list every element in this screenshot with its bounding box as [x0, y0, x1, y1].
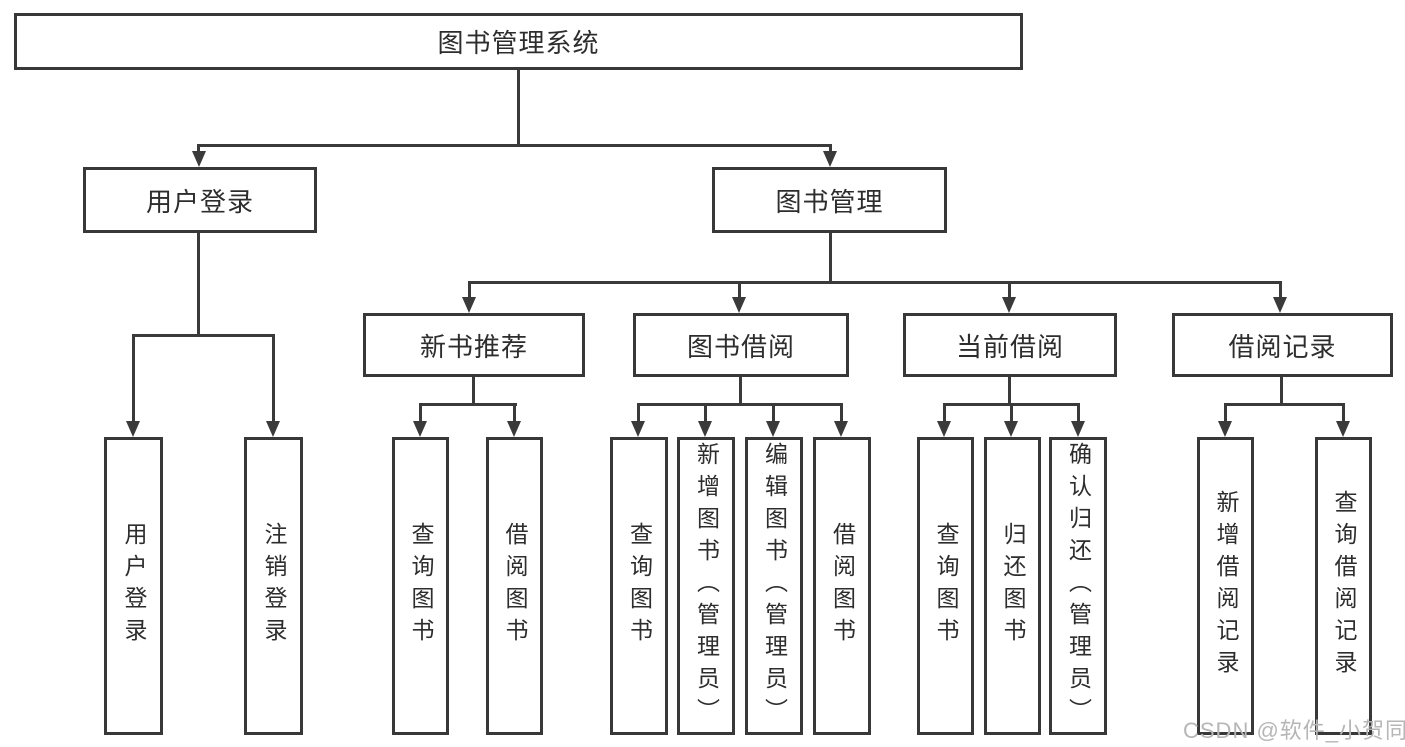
arrowhead-current-borrow-icon: [1002, 297, 1016, 313]
connector-borrow-records-split: [1224, 403, 1345, 406]
node-borrow-records: 借阅记录: [1172, 313, 1393, 377]
node-book-management: 图书管理: [712, 167, 947, 233]
connector-drop-recommend-query: [419, 403, 422, 425]
arrowhead-leaf-user-login-icon: [126, 421, 140, 437]
connector-new-book-recommend-stem: [472, 377, 475, 406]
leaf-records-query-record: 查询借阅记录: [1315, 437, 1372, 735]
leaf-borrow-edit-books-admin: 编辑图书（管理员）: [745, 437, 803, 735]
leaf-borrow-query-books-label: 查询图书: [626, 522, 653, 650]
leaf-current-confirm-return-admin: 确认归还（管理员）: [1049, 437, 1107, 735]
connector-drop-recommend-borrow: [513, 403, 516, 425]
arrowhead-bb-add-icon: [698, 421, 712, 437]
connector-book-management-stem: [829, 233, 832, 283]
leaf-borrow-borrow-books: 借阅图书: [813, 437, 871, 735]
connector-drop-rec-add: [1224, 403, 1227, 425]
connector-book-borrow-stem: [739, 377, 742, 406]
arrowhead-user-login-icon: [192, 151, 206, 167]
node-book-management-label: 图书管理: [775, 186, 884, 217]
arrowhead-cb-return-icon: [1004, 421, 1018, 437]
arrowhead-leaf-logout-icon: [266, 421, 280, 437]
connector-user-login-split: [132, 334, 275, 337]
arrowhead-borrow-records-icon: [1273, 297, 1287, 313]
csdn-watermark: CSDN @软件_小贺同学: [1183, 718, 1405, 743]
leaf-recommend-borrow-books: 借阅图书: [486, 437, 543, 735]
arrowhead-book-borrow-icon: [732, 297, 746, 313]
node-root-system: 图书管理系统: [14, 13, 1023, 70]
leaf-logout-label: 注销登录: [261, 522, 287, 650]
node-book-borrow: 图书借阅: [633, 313, 849, 377]
connector-drop-leaf-logout: [272, 334, 275, 424]
connector-drop-bb-edit: [772, 403, 775, 425]
leaf-current-return-books-label: 归还图书: [1000, 522, 1026, 650]
arrowhead-bb-query-icon: [631, 421, 645, 437]
node-book-borrow-label: 图书借阅: [686, 331, 795, 362]
node-current-borrow-label: 当前借阅: [955, 331, 1064, 362]
leaf-borrow-edit-books-admin-label: 编辑图书（管理员）: [761, 442, 788, 730]
arrowhead-recommend-borrow-icon: [507, 421, 521, 437]
arrowhead-cb-confirm-icon: [1071, 421, 1085, 437]
leaf-records-add-record: 新增借阅记录: [1197, 437, 1254, 735]
connector-root-split: [198, 144, 831, 147]
connector-drop-cb-confirm: [1077, 403, 1080, 425]
connector-book-management-split: [468, 281, 1282, 284]
leaf-borrow-add-books-admin-label: 新增图书（管理员）: [693, 442, 720, 730]
connector-drop-bb-query: [637, 403, 640, 425]
connector-drop-cb-query: [943, 403, 946, 425]
node-root-label: 图书管理系统: [437, 28, 600, 58]
node-new-book-recommend-label: 新书推荐: [419, 331, 528, 362]
leaf-current-confirm-return-admin-label: 确认归还（管理员）: [1065, 442, 1092, 730]
arrowhead-recommend-query-icon: [413, 421, 427, 437]
connector-drop-book-management: [829, 144, 832, 154]
leaf-user-login: 用户登录: [104, 437, 163, 735]
leaf-borrow-query-books: 查询图书: [610, 437, 668, 735]
arrowhead-book-management-icon: [823, 151, 837, 167]
node-user-login: 用户登录: [83, 167, 317, 233]
connector-user-login-stem: [197, 233, 200, 337]
connector-drop-borrow-records: [1279, 281, 1282, 299]
leaf-recommend-query-books: 查询图书: [392, 437, 449, 735]
connector-drop-new-book-recommend: [468, 281, 471, 299]
leaf-borrow-borrow-books-label: 借阅图书: [829, 522, 856, 650]
connector-drop-user-login: [197, 144, 200, 154]
leaf-current-query-books-label: 查询图书: [933, 522, 959, 650]
connector-current-borrow-stem: [1008, 377, 1011, 406]
connector-drop-rec-query: [1342, 403, 1345, 425]
connector-drop-current-borrow: [1008, 281, 1011, 299]
leaf-recommend-borrow-books-label: 借阅图书: [502, 522, 528, 650]
arrowhead-new-book-recommend-icon: [462, 297, 476, 313]
leaf-current-query-books: 查询图书: [917, 437, 974, 735]
connector-drop-bb-add: [704, 403, 707, 425]
leaf-logout: 注销登录: [244, 437, 303, 735]
connector-borrow-records-stem: [1280, 377, 1283, 406]
connector-drop-cb-return: [1010, 403, 1013, 425]
leaf-recommend-query-books-label: 查询图书: [408, 522, 434, 650]
connector-book-borrow-split: [637, 403, 843, 406]
node-current-borrow: 当前借阅: [903, 313, 1117, 377]
arrowhead-bb-edit-icon: [766, 421, 780, 437]
connector-drop-book-borrow: [738, 281, 741, 299]
node-new-book-recommend: 新书推荐: [363, 313, 585, 377]
connector-new-book-recommend-split: [419, 403, 517, 406]
leaf-borrow-add-books-admin: 新增图书（管理员）: [677, 437, 735, 735]
node-borrow-records-label: 借阅记录: [1228, 331, 1337, 362]
connector-drop-bb-borrow: [840, 403, 843, 425]
arrowhead-rec-add-icon: [1218, 421, 1232, 437]
leaf-records-add-record-label: 新增借阅记录: [1213, 490, 1239, 682]
leaf-user-login-label: 用户登录: [121, 522, 147, 650]
arrowhead-bb-borrow-icon: [834, 421, 848, 437]
arrowhead-cb-query-icon: [937, 421, 951, 437]
connector-root-stem: [517, 70, 520, 146]
node-user-login-label: 用户登录: [145, 186, 254, 217]
connector-drop-leaf-user-login: [132, 334, 135, 424]
leaf-records-query-record-label: 查询借阅记录: [1331, 490, 1357, 682]
arrowhead-rec-query-icon: [1336, 421, 1350, 437]
leaf-current-return-books: 归还图书: [984, 437, 1041, 735]
